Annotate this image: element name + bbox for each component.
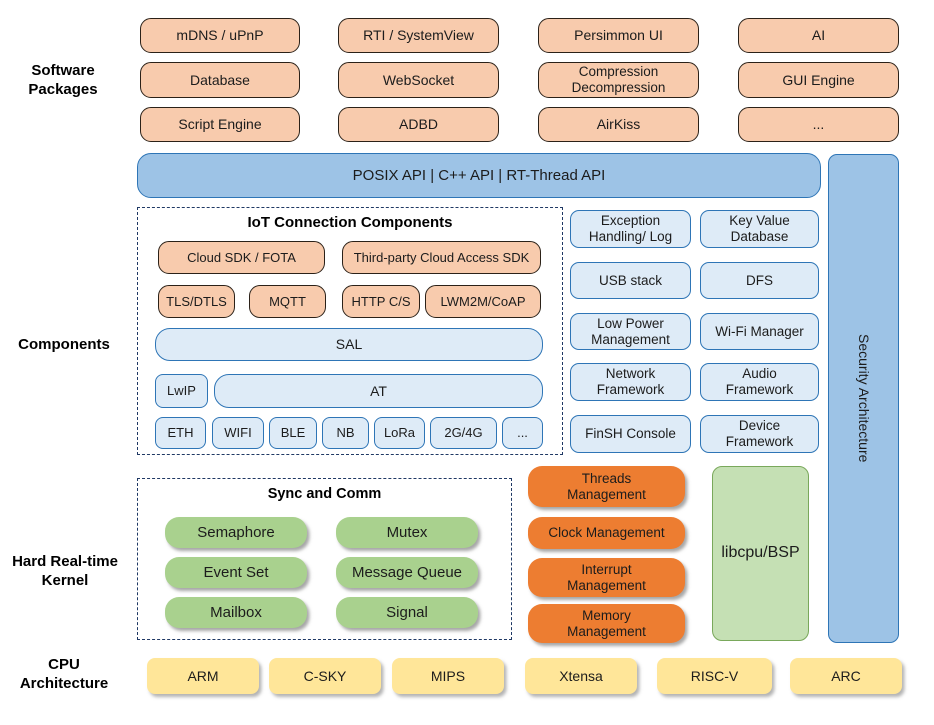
iot-link-more: ... [502,417,543,449]
svc-device-framework: Device Framework [700,415,819,453]
kernel-message-queue: Message Queue [336,557,478,588]
svc-wifi-manager: Wi-Fi Manager [700,313,819,350]
iot-mqtt: MQTT [249,285,326,318]
iot-connection-components-box [137,207,563,455]
iot-link-eth: ETH [155,417,206,449]
kernel-signal: Signal [336,597,478,628]
kernel-interrupt-management: Interrupt Management [528,558,685,597]
svc-usb-stack: USB stack [570,262,691,299]
cpu-arm: ARM [147,658,259,694]
cpu-arc: ARC [790,658,902,694]
iot-lwm2m-coap: LWM2M/CoAP [425,285,541,318]
svc-key-value-database: Key Value Database [700,210,819,248]
iot-link-ble: BLE [269,417,317,449]
api-bar: POSIX API | C++ API | RT-Thread API [137,153,821,198]
iot-sal-layer: SAL [155,328,543,361]
pkg-ai: AI [738,18,899,53]
iot-connection-components-title: IoT Connection Components [247,214,453,231]
iot-link-nb: NB [322,417,369,449]
svc-network-framework: Network Framework [570,363,691,401]
iot-http-cs: HTTP C/S [342,285,420,318]
iot-link-lora: LoRa [374,417,425,449]
section-label-software-packages: Software Packages [28,62,98,98]
security-architecture-label: Security Architecture [855,334,872,463]
kernel-memory-management: Memory Management [528,604,685,643]
kernel-event-set: Event Set [165,557,307,588]
svc-audio-framework: Audio Framework [700,363,819,401]
pkg-rti-systemview: RTI / SystemView [338,18,499,53]
svc-low-power-management: Low Power Management [570,313,691,350]
svc-exception-handling-log: Exception Handling/ Log [570,210,691,248]
security-architecture-bar: Security Architecture [828,154,899,643]
sync-and-comm-box [137,478,512,640]
pkg-airkiss: AirKiss [538,107,699,142]
cpu-xtensa: Xtensa [525,658,637,694]
kernel-mailbox: Mailbox [165,597,307,628]
cpu-mips: MIPS [392,658,504,694]
iot-link-2g4g: 2G/4G [430,417,497,449]
pkg-more: ... [738,107,899,142]
section-label-cpu-architecture: CPU Architecture [19,656,109,692]
iot-lwip: LwIP [155,374,208,408]
section-label-components: Components [18,336,110,353]
pkg-persimmon-ui: Persimmon UI [538,18,699,53]
pkg-mdns-upnp: mDNS / uPnP [140,18,300,53]
cpu-c-sky: C-SKY [269,658,381,694]
kernel-threads-management: Threads Management [528,466,685,507]
cpu-risc-v: RISC-V [657,658,772,694]
section-label-kernel: Hard Real-time Kernel [12,553,118,589]
sync-and-comm-title: Sync and Comm [267,486,382,502]
iot-third-party-cloud-sdk: Third-party Cloud Access SDK [342,241,541,274]
pkg-script-engine: Script Engine [140,107,300,142]
kernel-semaphore: Semaphore [165,517,307,548]
svc-finsh-console: FinSH Console [570,415,691,453]
pkg-gui-engine: GUI Engine [738,62,899,98]
iot-tls-dtls: TLS/DTLS [158,285,235,318]
iot-at-layer: AT [214,374,543,408]
svc-dfs: DFS [700,262,819,299]
pkg-database: Database [140,62,300,98]
iot-link-wifi: WIFI [212,417,264,449]
kernel-mutex: Mutex [336,517,478,548]
kernel-clock-management: Clock Management [528,517,685,549]
pkg-websocket: WebSocket [338,62,499,98]
pkg-adbd: ADBD [338,107,499,142]
kernel-libcpu-bsp: libcpu/BSP [712,466,809,641]
iot-cloud-sdk-fota: Cloud SDK / FOTA [158,241,325,274]
pkg-compression-decompression: Compression Decompression [538,62,699,98]
